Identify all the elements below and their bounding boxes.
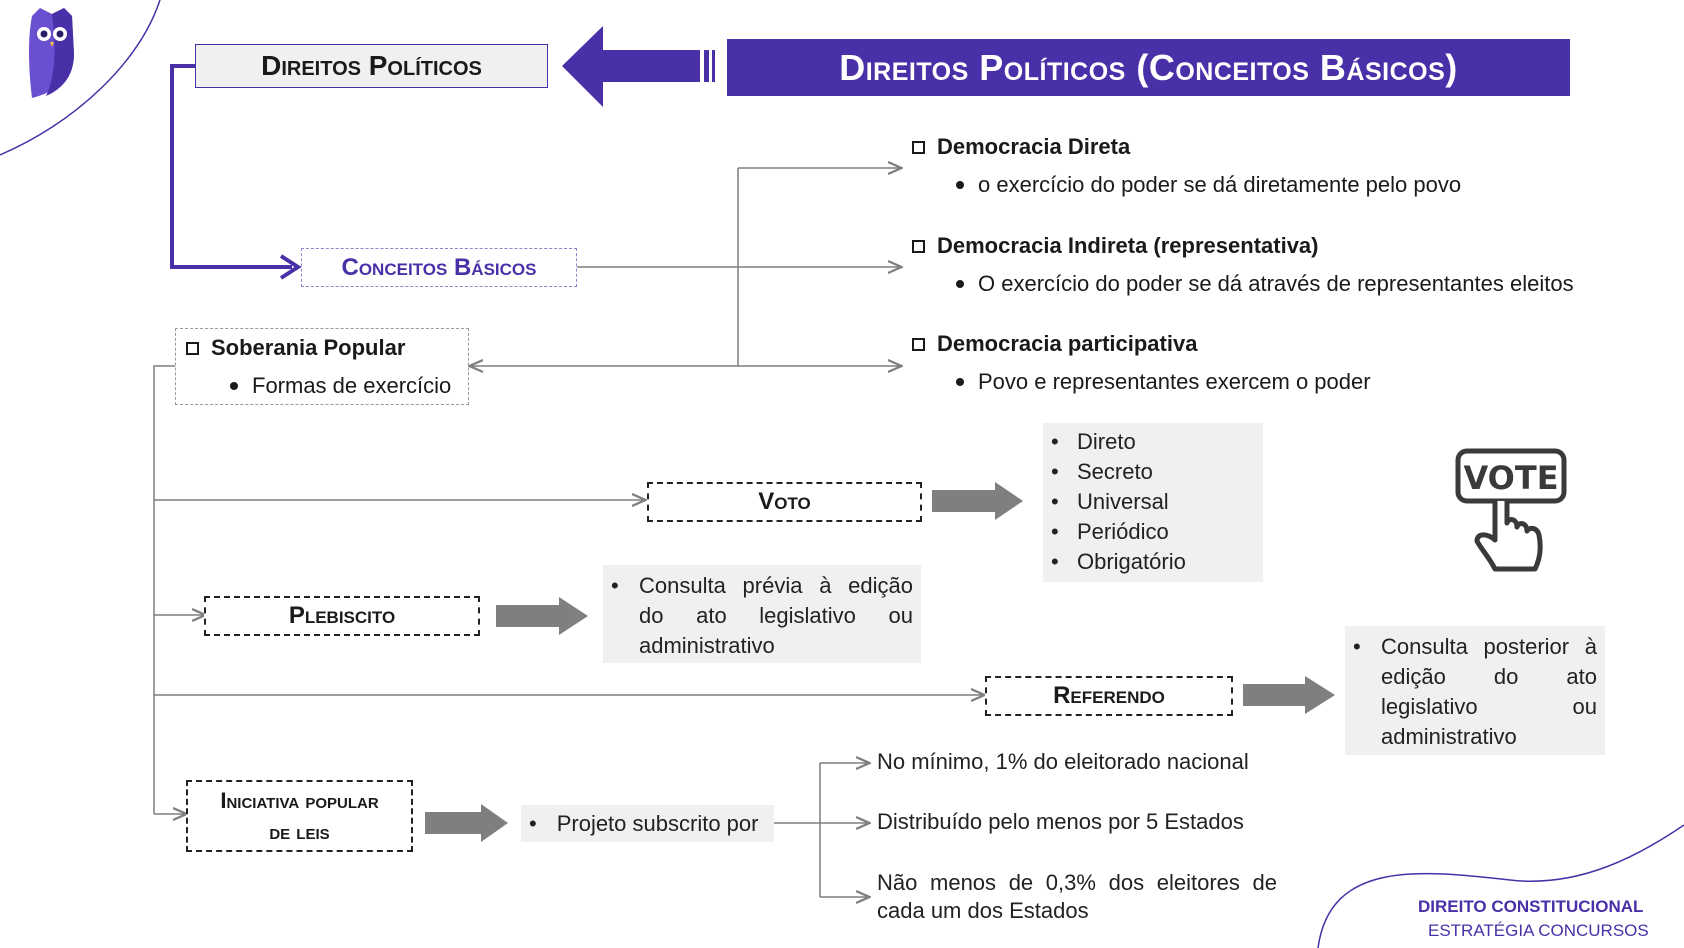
- root-connector: [170, 64, 292, 269]
- node-referendo: Referendo: [985, 676, 1233, 716]
- node-iniciativa-popular: Iniciativa popular de leis: [186, 780, 413, 852]
- root-node-direitos-politicos: Direitos Políticos: [195, 44, 548, 88]
- subscrito-panel: •Projeto subscrito por: [521, 805, 774, 842]
- node-plebiscito: Plebiscito: [204, 596, 480, 636]
- corner-curve-bottom: [1317, 824, 1684, 948]
- list-item: Obrigatório: [1043, 547, 1263, 577]
- big-left-arrow: [562, 26, 715, 107]
- plebiscito-desc-panel: • Consulta prévia à edição do ato legisl…: [603, 565, 921, 663]
- footer-subtitle: ESTRATÉGIA CONCURSOS: [1428, 921, 1649, 940]
- requirement-2: Distribuído pelo menos por 5 Estados: [877, 809, 1244, 834]
- voto-arrow: [932, 482, 1023, 520]
- dot-bullet-icon: [956, 280, 964, 288]
- referendo-desc-panel: • Consulta posterior à edição do ato leg…: [1345, 626, 1605, 755]
- democracy-participativa: Democracia participativa Povo e represen…: [912, 331, 1371, 395]
- corner-curve-top: [0, 0, 161, 156]
- owl-logo-icon: [26, 6, 78, 98]
- democracy-indireta: Democracia Indireta (representativa) O e…: [912, 233, 1574, 297]
- checkbox-bullet-icon: [912, 140, 925, 154]
- svg-text:VOTE: VOTE: [1463, 459, 1558, 497]
- referendo-arrow: [1243, 676, 1335, 714]
- requirement-3: Não menos de 0,3% dos eleitores de cada …: [877, 870, 1277, 923]
- democracy-direta: Democracia Direta o exercício do poder s…: [912, 134, 1461, 198]
- requirement-1: No mínimo, 1% do eleitorado nacional: [877, 749, 1249, 774]
- dot-bullet-icon: [956, 378, 964, 386]
- footer-title: DIREITO CONSTITUCIONAL: [1418, 897, 1644, 916]
- page-title: Direitos Políticos (Conceitos Básicos): [727, 39, 1570, 96]
- list-item: Secreto: [1043, 457, 1263, 487]
- list-item: Direto: [1043, 427, 1263, 457]
- voto-traits-panel: Direto Secreto Universal Periódico Obrig…: [1043, 423, 1263, 582]
- iniciativa-arrow: [425, 804, 508, 842]
- checkbox-bullet-icon: [912, 337, 925, 351]
- list-item: Universal: [1043, 487, 1263, 517]
- checkbox-bullet-icon: [186, 341, 199, 355]
- plebiscito-arrow: [496, 597, 588, 635]
- checkbox-bullet-icon: [912, 239, 925, 253]
- dot-bullet-icon: [230, 382, 238, 390]
- node-soberania-popular: Soberania Popular Formas de exercício: [175, 328, 469, 405]
- vote-hand-icon: VOTE: [1455, 445, 1569, 577]
- list-item: Periódico: [1043, 517, 1263, 547]
- node-conceitos-basicos: Conceitos Básicos: [301, 248, 577, 287]
- dot-bullet-icon: [956, 181, 964, 189]
- node-voto: Voto: [647, 482, 922, 522]
